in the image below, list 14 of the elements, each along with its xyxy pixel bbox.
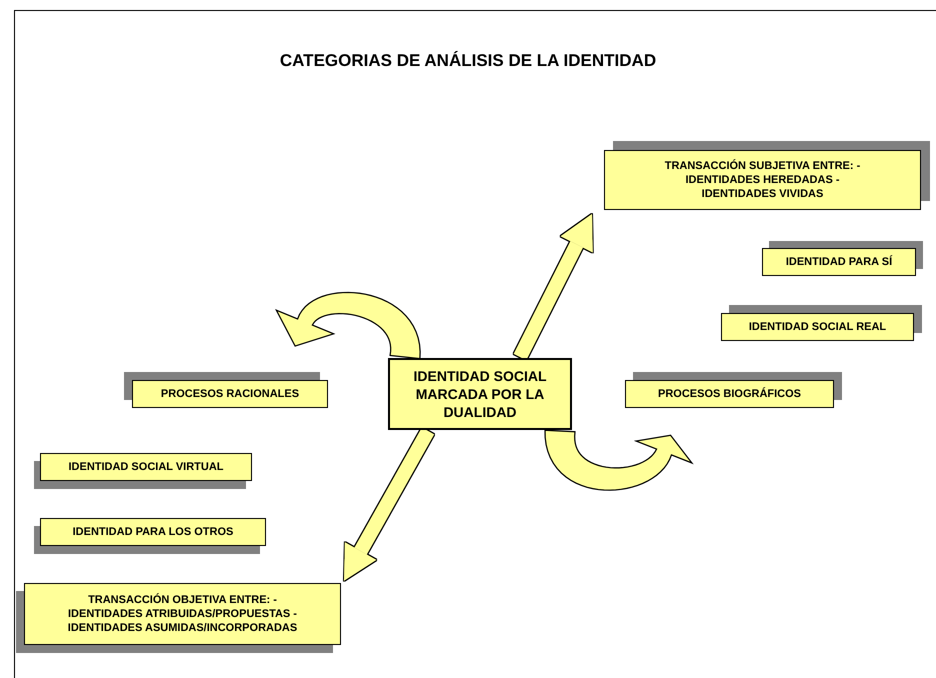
box-text: IDENTIDAD SOCIAL REAL [748, 320, 886, 334]
box-text: PROCESOS RACIONALES [160, 387, 300, 401]
box-text: TRANSACCIÓN OBJETIVA ENTRE: - IDENTIDADES ATRIBUIDAS/PROPUESTAS - IDENTIDADES ASUMIDAS/INCORPORADAS [66, 593, 298, 635]
box-text: IDENTIDAD SOCIAL VIRTUAL [68, 460, 224, 474]
block-arrow [514, 214, 593, 360]
diagram-title: CATEGORIAS DE ANÁLISIS DE LA IDENTIDAD [280, 51, 656, 71]
box-text: IDENTIDAD SOCIAL MARCADA POR LA DUALIDAD [412, 367, 548, 421]
central-box [388, 358, 572, 430]
box-text: IDENTIDAD PARA LOS OTROS [72, 525, 234, 539]
block-arrow [275, 292, 421, 360]
box-text: IDENTIDAD PARA SÍ [786, 255, 892, 269]
box-text: TRANSACCIÓN SUBJETIVA ENTRE: - IDENTIDADES HEREDADAS - IDENTIDADES VIVIDAS [664, 159, 862, 201]
box-text: PROCESOS BIOGRÁFICOS [658, 387, 802, 401]
block-arrow [544, 430, 694, 491]
